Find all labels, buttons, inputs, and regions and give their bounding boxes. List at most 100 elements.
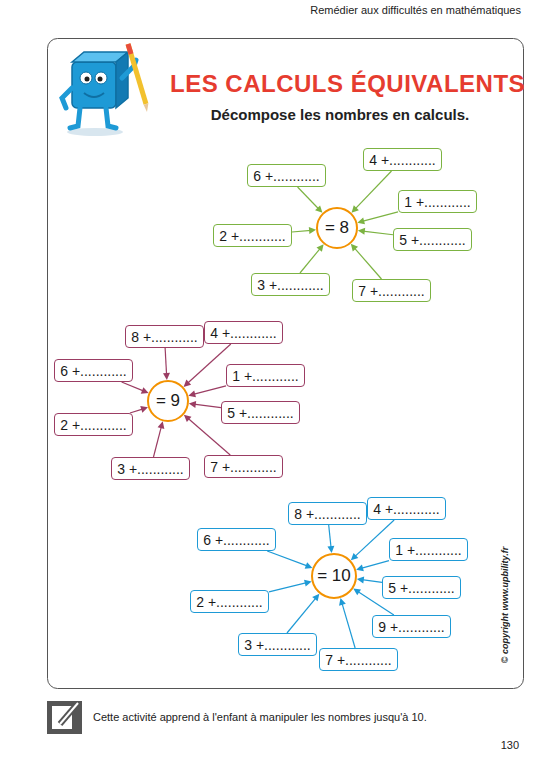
arrow-connector: [339, 598, 355, 648]
arrow-connector: [357, 212, 398, 224]
arrow-connector: [351, 520, 394, 560]
addition-text: 4 +............: [373, 501, 440, 517]
connector-line: [292, 230, 311, 232]
connector-line: [269, 583, 307, 592]
arrow-head: [353, 589, 361, 596]
addition-box: 1 +............: [226, 364, 305, 387]
copyright-note: © copyright www.upbility.fr: [500, 530, 510, 680]
addition-text: 6 +............: [203, 532, 270, 548]
arrow-head: [140, 406, 148, 413]
arrow-connector: [184, 344, 231, 387]
addition-text: 7 +............: [210, 459, 277, 475]
connector-line: [342, 603, 355, 648]
connector-line: [300, 248, 321, 273]
arrow-connector: [358, 228, 393, 235]
addition-text: 6 +............: [60, 363, 127, 379]
arrow-head: [358, 228, 365, 235]
arrow-connector: [352, 171, 392, 213]
addition-box: 3 +............: [238, 633, 317, 656]
arrow-connector: [122, 382, 149, 394]
arrow-head: [356, 565, 364, 572]
addition-text: 7 +............: [358, 283, 425, 299]
sum-circle: = 10: [311, 553, 357, 599]
arrow-head: [357, 576, 364, 583]
arrow-head: [339, 598, 346, 606]
connector-line: [362, 580, 382, 583]
arrow-connector: [298, 187, 323, 213]
arrow-head: [357, 217, 365, 224]
footer-note: Cette activité apprend à l'enfant à mani…: [93, 711, 427, 723]
addition-text: 2 +............: [219, 228, 286, 244]
addition-text: 3 +............: [244, 637, 311, 653]
addition-text: 2 +............: [196, 594, 263, 610]
arrow-connector: [130, 406, 148, 413]
connector-line: [363, 231, 393, 235]
arrow-head: [317, 244, 324, 252]
addition-box: 3 +............: [251, 273, 330, 296]
arrow-head: [188, 391, 196, 398]
addition-box: 5 +............: [382, 576, 461, 599]
sum-circle: = 9: [147, 380, 189, 422]
addition-box: 6 +............: [197, 528, 276, 551]
arrow-connector: [188, 386, 226, 397]
addition-text: 3 +............: [257, 277, 324, 293]
page-frame: [48, 39, 524, 689]
arrow-connector: [351, 244, 382, 279]
connector-line: [187, 344, 231, 384]
instruction: Décompose les nombres en calculs.: [170, 106, 510, 123]
addition-box: 4 +............: [363, 148, 442, 171]
arrow-head: [189, 401, 196, 408]
arrow-head: [184, 415, 192, 422]
arrow-head: [351, 244, 358, 252]
addition-text: 5 +............: [399, 232, 466, 248]
arrow-connector: [357, 576, 382, 583]
addition-box: 8 +............: [125, 325, 204, 348]
addition-text: 5 +............: [388, 580, 455, 596]
page-number: 130: [501, 739, 519, 751]
addition-text: 1 +............: [404, 194, 471, 210]
connector-line: [287, 598, 316, 633]
arrow-head: [312, 594, 319, 602]
arrow-head: [351, 553, 359, 560]
sum-text: = 8: [325, 218, 349, 238]
addition-box: 4 +............: [204, 321, 283, 344]
addition-box: 2 +............: [54, 413, 133, 436]
mascot: [62, 44, 148, 136]
connector-line: [130, 409, 143, 413]
addition-box: 7 +............: [204, 455, 283, 478]
addition-box: 1 +............: [389, 538, 468, 561]
arrow-connector: [267, 551, 312, 569]
arrow-connector: [327, 525, 334, 553]
arrow-head: [315, 205, 322, 212]
addition-box: 5 +............: [221, 401, 300, 424]
arrow-connector: [163, 348, 170, 380]
sum-text: = 10: [317, 566, 351, 586]
arrow-head: [158, 421, 165, 429]
addition-text: 2 +............: [60, 417, 127, 433]
connector-line: [329, 525, 331, 548]
addition-text: 7 +............: [325, 652, 392, 668]
addition-box: 9 +............: [372, 615, 451, 638]
addition-box: 2 +............: [190, 590, 269, 613]
connector-line: [298, 187, 319, 209]
sum-circle: = 8: [316, 207, 358, 249]
addition-box: 2 +............: [213, 224, 292, 247]
arrow-connector: [292, 227, 316, 234]
addition-box: 7 +............: [319, 648, 398, 671]
connector-line: [193, 386, 226, 395]
pencil-icon: [47, 701, 82, 734]
addition-text: 3 +............: [117, 461, 184, 477]
connector-line: [194, 404, 221, 407]
arrow-connector: [356, 561, 389, 572]
connector-line: [122, 382, 144, 391]
connector-line: [362, 212, 398, 221]
addition-text: 4 +............: [369, 152, 436, 168]
arrow-connector: [287, 594, 319, 633]
addition-text: 4 +............: [210, 325, 277, 341]
addition-box: 6 +............: [247, 164, 326, 187]
addition-text: 1 +............: [395, 542, 462, 558]
addition-text: 1 +............: [232, 368, 299, 384]
arrow-head: [309, 227, 316, 234]
addition-text: 6 +............: [253, 168, 320, 184]
